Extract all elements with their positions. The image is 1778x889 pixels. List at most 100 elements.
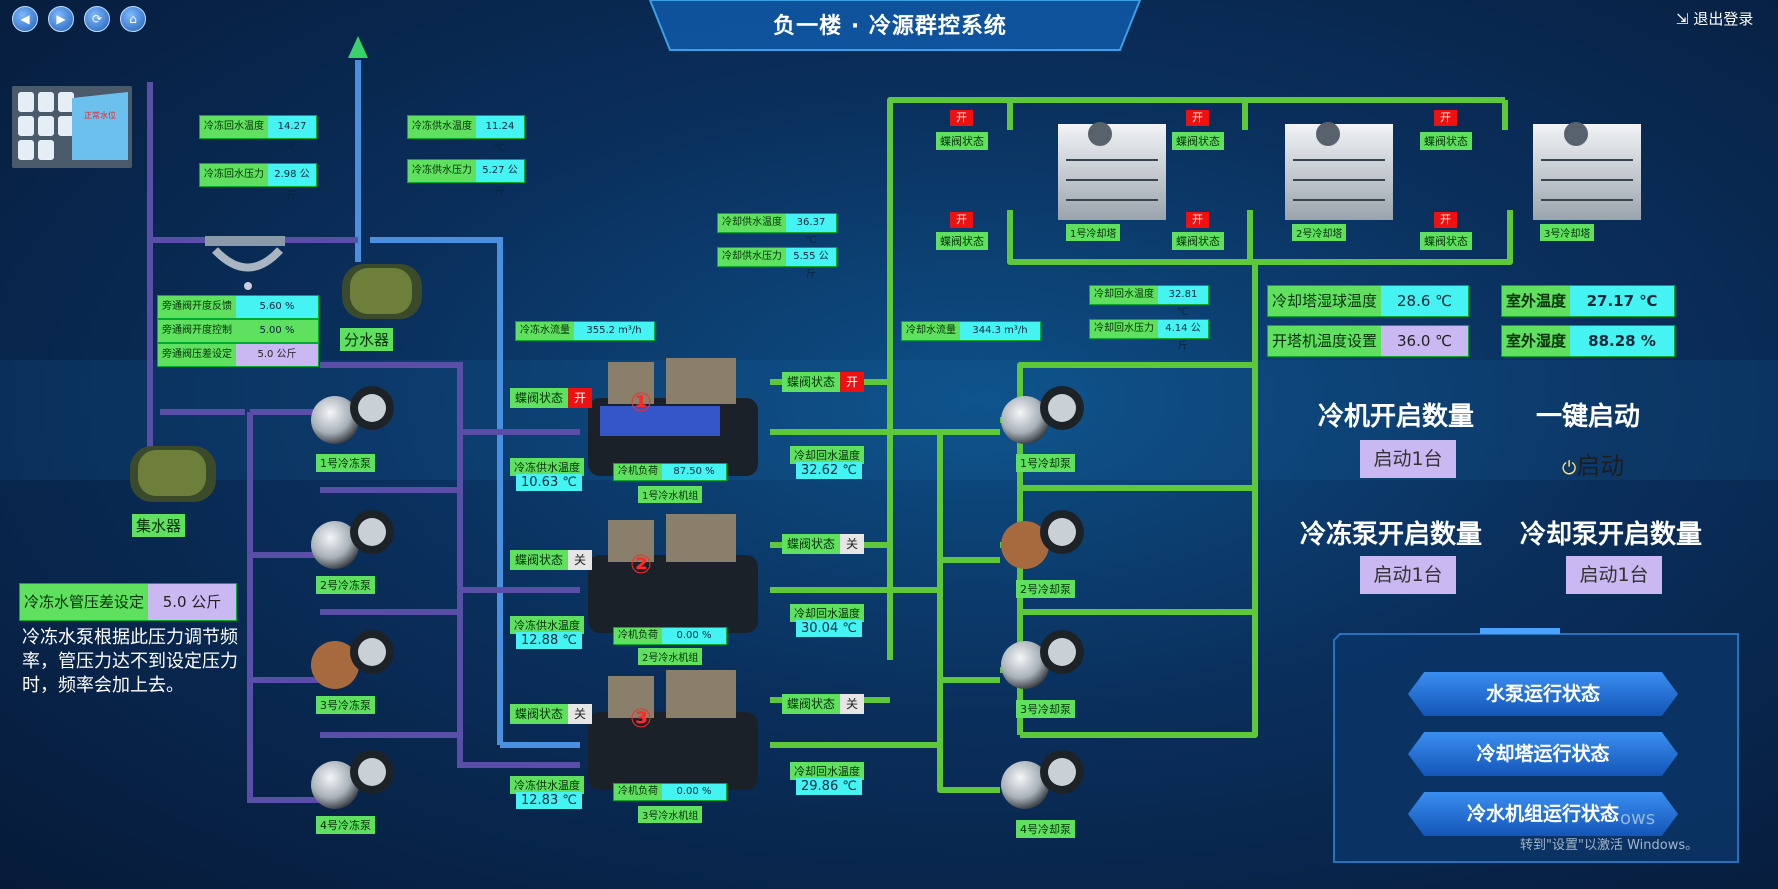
home-button[interactable]: ⌂: [120, 6, 146, 32]
pump-status-button[interactable]: 水泵运行状态: [1408, 672, 1678, 716]
chiller1-right-valve: 蝶阀状态开: [782, 372, 865, 392]
watermark-title: ows: [1620, 808, 1656, 829]
chilled-pump-3-icon: [311, 630, 394, 689]
chilled-pump-count-button[interactable]: 启动1台: [1360, 556, 1456, 594]
chiller2-supply-value: 12.88 ℃: [516, 632, 582, 649]
tower-3-label: 3号冷却塔: [1540, 224, 1595, 241]
one-key-start-button[interactable]: ⏻启动: [1562, 446, 1624, 481]
chilled-pump-4-icon: [311, 750, 394, 809]
chiller3-right-valve: 蝶阀状态关: [782, 694, 865, 714]
distributor-icon: [342, 264, 422, 319]
supply-arrow-icon: [348, 36, 368, 58]
cooling-tower-3-icon: [1533, 122, 1641, 220]
refresh-button[interactable]: ⟳: [84, 6, 110, 32]
chiller2-number: ②: [630, 550, 653, 580]
tower2-top-valve-label: 蝶阀状态: [1172, 132, 1224, 150]
tower-status-button[interactable]: 冷却塔运行状态: [1408, 732, 1678, 776]
water-tank-icon: [12, 86, 132, 168]
forward-button[interactable]: ▶: [48, 6, 74, 32]
cooling-pump-3-label[interactable]: 3号冷却泵: [1016, 700, 1075, 718]
collector-icon: [130, 446, 216, 502]
chiller1-left-valve: 蝶阀状态开: [510, 388, 593, 408]
back-button[interactable]: ◀: [12, 6, 38, 32]
cooling-tower-1-icon: [1058, 122, 1166, 220]
collector-label: 集水器: [132, 514, 186, 537]
tower-2-label: 2号冷却塔: [1292, 224, 1347, 241]
chiller-count-title: 冷机开启数量: [1318, 402, 1475, 432]
tower1-top-valve-label: 蝶阀状态: [936, 132, 988, 150]
tower-1-label: 1号冷却塔: [1066, 224, 1121, 241]
chiller-1-icon: [588, 358, 758, 476]
cooling-pump-1-label[interactable]: 1号冷却泵: [1016, 454, 1075, 472]
chiller1-supply-value: 10.63 ℃: [516, 474, 582, 491]
chilled-pump-2-icon: [311, 510, 394, 569]
cooling-tower-2-icon: [1285, 122, 1393, 220]
cooling-pump-count-title: 冷却泵开启数量: [1520, 520, 1703, 550]
chiller3-supply-label: 冷冻供水温度: [510, 776, 584, 794]
chiller2-return-label: 冷却回水温度: [790, 604, 864, 622]
chiller1-return-value: 32.62 ℃: [796, 462, 862, 479]
chiller-count-button[interactable]: 启动1台: [1360, 440, 1456, 478]
cooling-pump-3-icon: [1001, 630, 1084, 689]
chiller-status-button[interactable]: 冷水机组运行状态: [1408, 792, 1678, 836]
tower3-top-valve-state: 开: [1434, 110, 1457, 126]
page-title: 负一楼 · 冷源群控系统: [773, 14, 1007, 39]
chilled-pump-count-title: 冷冻泵开启数量: [1300, 520, 1483, 550]
tower1-bottom-valve-state: 开: [950, 212, 973, 228]
chiller2-left-valve: 蝶阀状态关: [510, 550, 593, 570]
chiller3-supply-value: 12.83 ℃: [516, 792, 582, 809]
tower2-bottom-valve-state: 开: [1186, 212, 1209, 228]
tower3-bottom-valve-state: 开: [1434, 212, 1457, 228]
logout-button[interactable]: ⇲ 退出登录: [1676, 8, 1753, 29]
chiller-2-icon: [588, 514, 758, 633]
cooling-pump-2-label[interactable]: 2号冷却泵: [1016, 580, 1075, 598]
chilled-pump-4-label[interactable]: 4号冷冻泵: [316, 816, 375, 834]
chiller3-return-label: 冷却回水温度: [790, 762, 864, 780]
one-key-start-title: 一键启动: [1536, 402, 1641, 432]
chiller2-name: 2号冷水机组: [638, 648, 703, 665]
chiller3-name: 3号冷水机组: [638, 806, 703, 823]
chilled-pump-1-label[interactable]: 1号冷冻泵: [316, 454, 375, 472]
chiller2-return-value: 30.04 ℃: [796, 620, 862, 637]
cooling-pump-2-icon: [1001, 510, 1084, 569]
chilled-pump-2-label[interactable]: 2号冷冻泵: [316, 576, 375, 594]
chiller3-return-value: 29.86 ℃: [796, 778, 862, 795]
cooling-pump-4-label[interactable]: 4号冷却泵: [1016, 820, 1075, 838]
tank-level-label: 正常水位: [84, 111, 116, 120]
chiller1-number: ①: [630, 388, 653, 418]
watermark-text: 转到"设置"以激活 Windows。: [1520, 838, 1699, 853]
power-icon: ⏻: [1562, 458, 1577, 479]
tower1-bottom-valve-label: 蝶阀状态: [936, 232, 988, 250]
chilled-pump-3-label[interactable]: 3号冷冻泵: [316, 696, 375, 714]
cooling-pump-1-icon: [1001, 386, 1084, 444]
chiller3-left-valve: 蝶阀状态关: [510, 704, 593, 724]
tower2-top-valve-state: 开: [1186, 110, 1209, 126]
cooling-pump-count-button[interactable]: 启动1台: [1566, 556, 1662, 594]
header-plate: [648, 0, 1142, 51]
cooling-pump-4-icon: [1001, 750, 1084, 809]
bypass-valve-icon: [205, 236, 285, 290]
tower2-bottom-valve-label: 蝶阀状态: [1172, 232, 1224, 250]
tower3-top-valve-label: 蝶阀状态: [1420, 132, 1472, 150]
chiller-3-icon: [588, 670, 758, 790]
distributor-label: 分水器: [340, 328, 394, 351]
